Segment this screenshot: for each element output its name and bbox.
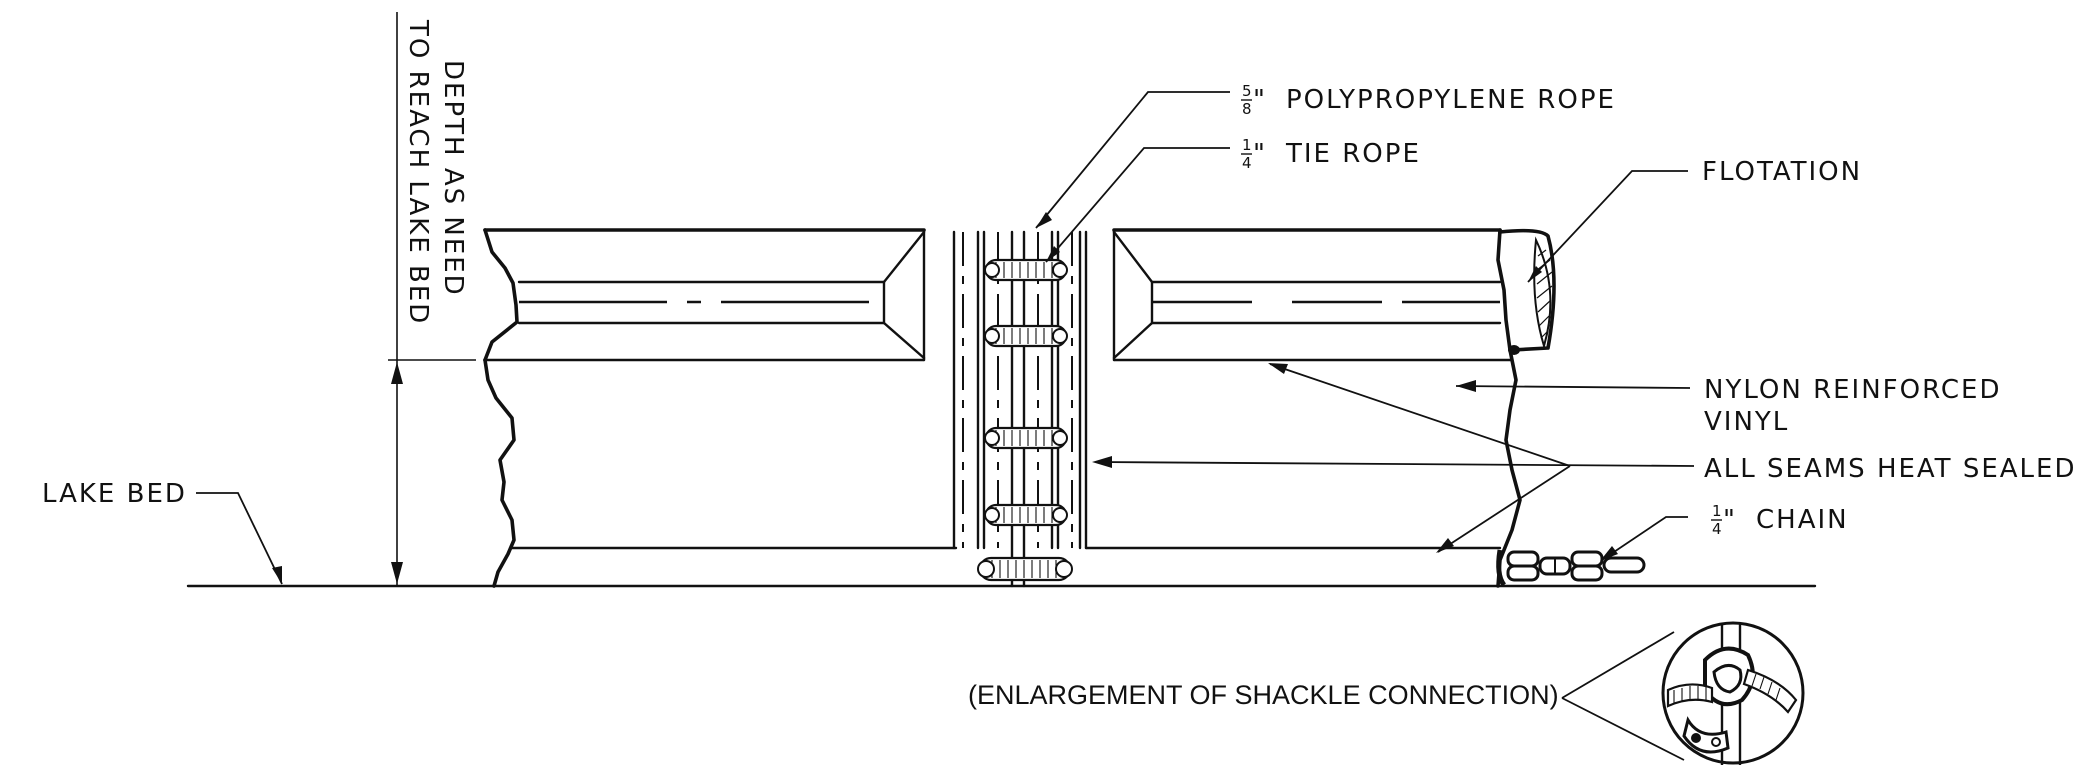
depth-label: DEPTH AS NEED TO REACH LAKE BED: [403, 19, 468, 325]
chain: [1496, 549, 1646, 587]
enlargement-label: (ENLARGEMENT OF SHACKLE CONNECTION): [968, 680, 1559, 710]
chain-link: [1506, 550, 1540, 582]
chain-fraction-num: 1: [1712, 502, 1722, 520]
tie-rope-coil: [984, 503, 1068, 527]
all-seams-label: ALL SEAMS HEAT SEALED: [1704, 454, 2076, 484]
nylon-label-line1: NYLON REINFORCED: [1704, 375, 2001, 405]
tie-rope-coil: [984, 258, 1068, 282]
polypropylene-fraction-num: 5: [1242, 82, 1252, 100]
tie-rope-coils: [977, 258, 1073, 582]
tie-rope-coil: [977, 556, 1073, 582]
chain-link: [1538, 556, 1572, 576]
polypropylene-rope-label: POLYPROPYLENE ROPE: [1286, 85, 1616, 115]
flotation-label: FLOTATION: [1702, 157, 1862, 187]
chain-inch-mark: ": [1723, 505, 1735, 535]
chain-fraction-den: 4: [1712, 520, 1722, 538]
label-polypropylene-rope: 5 8 " POLYPROPYLENE ROPE: [1241, 82, 1616, 118]
tie-rope-label: TIE ROPE: [1285, 139, 1421, 169]
tie-fraction-num: 1: [1242, 136, 1252, 154]
depth-label-line1: DEPTH AS NEED: [438, 60, 468, 297]
nylon-label-line2: VINYL: [1704, 407, 1789, 437]
tie-rope-coil: [984, 426, 1068, 450]
chain-link: [1570, 550, 1604, 582]
polypropylene-fraction-den: 8: [1242, 100, 1252, 118]
polypropylene-inch-mark: ": [1253, 85, 1265, 115]
leaders: [196, 91, 1695, 761]
lake-bed-label: LAKE BED: [42, 479, 187, 509]
center-seam: [952, 230, 1088, 588]
shackle-enlargement: [1661, 621, 1805, 765]
chain-link: [1602, 556, 1646, 574]
left-curtain-panel: [483, 228, 958, 588]
tie-inch-mark: ": [1253, 139, 1265, 169]
tie-rope-coil: [984, 324, 1068, 348]
depth-dimension: [388, 12, 476, 586]
label-chain: 1 4 " CHAIN: [1711, 502, 1849, 538]
chain-label: CHAIN: [1756, 505, 1849, 535]
flotation-end-cap: [1498, 228, 1556, 355]
right-curtain-panel: [1084, 228, 1522, 588]
label-tie-rope: 1 4 " TIE ROPE: [1241, 136, 1421, 172]
depth-label-line2: TO REACH LAKE BED: [403, 19, 433, 325]
tie-fraction-den: 4: [1242, 154, 1252, 172]
